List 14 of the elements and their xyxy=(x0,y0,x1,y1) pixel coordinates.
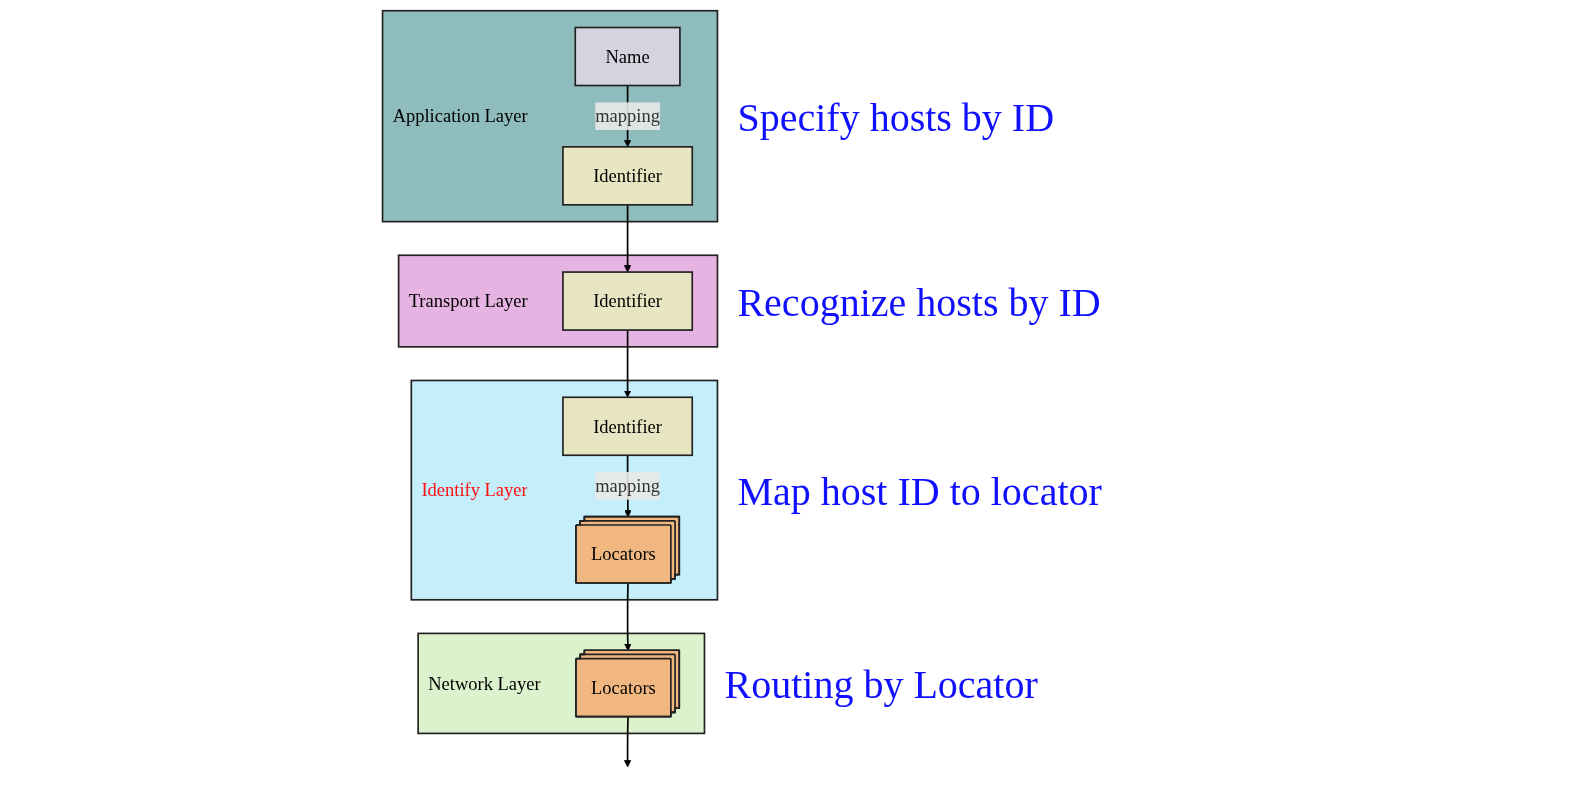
node-box: Identifier xyxy=(562,271,694,331)
edge-label: mapping xyxy=(595,105,660,127)
layer-description: Routing by Locator xyxy=(724,661,1038,709)
arrow xyxy=(623,716,632,768)
edge-label: mapping xyxy=(595,475,660,497)
node-box: Identifier xyxy=(562,146,694,206)
arrow xyxy=(623,329,632,398)
layer-description: Recognize hosts by ID xyxy=(737,279,1101,327)
arrow xyxy=(624,582,632,651)
layer-description: Map host ID to locator xyxy=(737,468,1102,516)
node-box: Identifier xyxy=(562,396,694,457)
node-box: Name xyxy=(574,26,681,87)
arrow xyxy=(623,204,632,273)
layer-description: Specify hosts by ID xyxy=(737,94,1055,142)
